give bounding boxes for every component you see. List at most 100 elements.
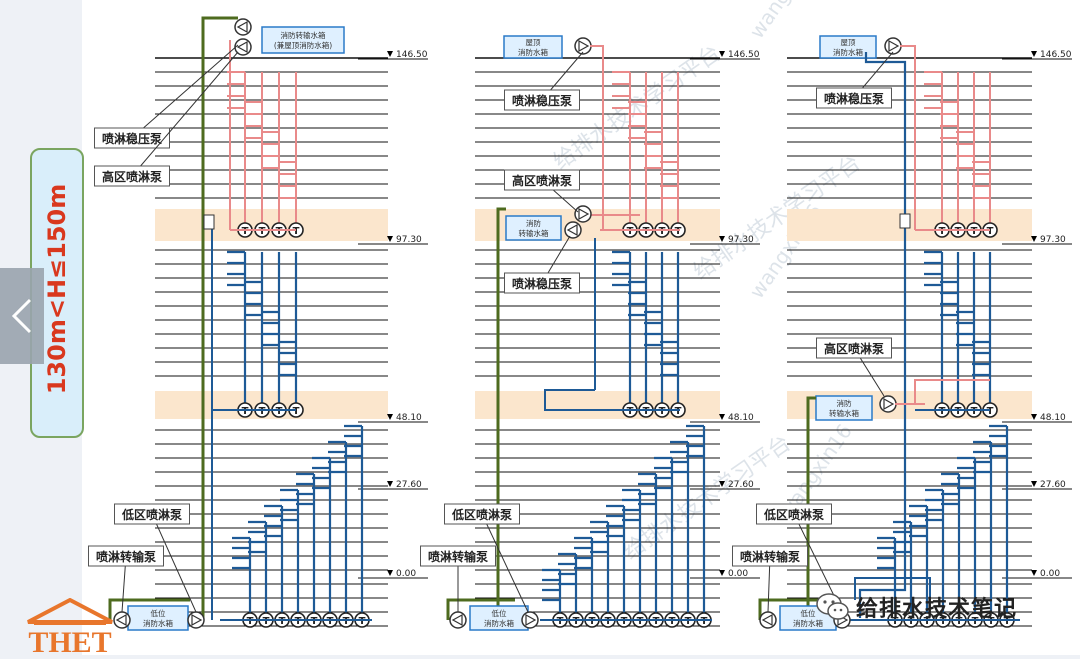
transfer-tank-mid-label: 消防 (526, 218, 541, 228)
chevron-left-icon (11, 298, 32, 334)
valve-t-label: T (1004, 616, 1011, 627)
elevation-label: 97.30 (396, 235, 422, 245)
transfer-tank-top-label: 消防转输水箱 (281, 30, 326, 40)
elevation-label: 48.10 (728, 413, 754, 423)
callout-high-zone-pump-leader (131, 51, 239, 177)
prev-slide-button[interactable] (0, 268, 44, 364)
callout-low-zone-pump (114, 503, 190, 525)
elevation-label: 97.30 (728, 235, 754, 245)
callout-spray-stabilizer-pump-text: 喷淋稳压泵 (102, 131, 162, 146)
transfer-main-pipe (108, 598, 190, 620)
refuge-floor-band (155, 209, 388, 241)
diagram-background (82, 0, 1080, 655)
pump-arrow-icon (578, 207, 590, 221)
valve-t-label: T (263, 616, 270, 627)
high-zone-branch (914, 379, 990, 404)
callout-high-zone-pump (94, 165, 170, 187)
valve-t-label: T (669, 616, 676, 627)
callout-spray-stabilizer-pump-text: 喷淋稳压泵 (824, 91, 884, 106)
callout-high-zone-pump-text: 高区喷淋泵 (102, 169, 162, 184)
callout-low-zone-pump-text: 低区喷淋泵 (121, 507, 182, 522)
elevation-marker-icon (1031, 570, 1037, 576)
valve-t-label: T (971, 226, 978, 237)
callout-spray-stabilizer-pump (504, 89, 580, 111)
valve-t-label: T (259, 406, 266, 417)
valve-t-label: T (988, 616, 995, 627)
elevation-label: 0.00 (1040, 569, 1060, 579)
callout-low-zone-pump-text: 低区喷淋泵 (451, 507, 512, 522)
elevation-marker-icon (719, 51, 725, 57)
valve-t-label: T (987, 226, 994, 237)
callout-low-zone-pump-text: 低区喷淋泵 (763, 507, 824, 522)
transfer-tank-mid-label: 消防 (837, 398, 852, 408)
elevation-label: 146.50 (1040, 50, 1072, 60)
watermark-text: 给排水技术学习平台 (619, 431, 796, 565)
callout-transfer-pump (732, 545, 808, 567)
low-level-tank-label: 低位 (801, 608, 816, 618)
callout-spray-stabilizer-pump-2-text: 喷淋稳压泵 (512, 276, 572, 291)
callout-spray-stabilizer-pump-leader (131, 44, 239, 139)
elevation-marker-icon (1031, 51, 1037, 57)
callout-transfer-pump (88, 545, 164, 567)
valve-t-label: T (605, 616, 612, 627)
callout-transfer-pump-text: 喷淋转输泵 (428, 549, 488, 564)
logo: THET (24, 597, 116, 659)
elevation-label: 48.10 (1040, 413, 1066, 423)
callout-low-zone-pump-leader (481, 513, 529, 613)
elevation-label: 146.50 (728, 50, 760, 60)
valve-t-label: T (643, 406, 650, 417)
valve-t-label: T (279, 616, 286, 627)
elevation-marker-icon (387, 481, 393, 487)
low-level-tank (127, 605, 189, 631)
valve-t-label: T (359, 616, 366, 627)
elevation-marker-icon (719, 236, 725, 242)
elevation-label: 48.10 (396, 413, 422, 423)
transfer-tank-mid-label: 转输水箱 (829, 408, 859, 418)
valve-t-label: T (653, 616, 660, 627)
callout-high-zone-pump-text: 高区喷淋泵 (512, 173, 572, 188)
pump-arrow-icon (761, 613, 773, 627)
valve-t-label: T (327, 616, 334, 627)
low-level-tank (469, 605, 529, 631)
valve-t-label: T (675, 226, 682, 237)
pump-arrow-icon (578, 39, 590, 53)
elevation-label: 27.60 (728, 480, 754, 490)
roof-tank-label: 消防水箱 (833, 47, 863, 57)
low-level-tank-label: 消防水箱 (143, 618, 173, 628)
low-level-tank-label: 低位 (492, 608, 507, 618)
valve-t-label: T (276, 406, 283, 417)
elevation-marker-icon (719, 481, 725, 487)
roof-tank-label: 消防水箱 (518, 47, 548, 57)
high-zone-main (590, 45, 604, 230)
valve-t-label: T (956, 616, 963, 627)
valve-t-label: T (259, 226, 266, 237)
elevation-marker-icon (387, 570, 393, 576)
elevation-label: 27.60 (396, 480, 422, 490)
low-zone-loop (854, 577, 931, 600)
valve-t-label: T (276, 226, 283, 237)
transfer-tank-top (261, 26, 345, 54)
pump-arrow-icon (115, 613, 127, 627)
high-zone-main (900, 45, 916, 230)
callout-low-zone-pump (756, 503, 832, 525)
valve-t-label: T (955, 226, 962, 237)
elevation-label: 0.00 (396, 569, 416, 579)
valve-icon (899, 213, 911, 229)
valve-t-label: T (971, 406, 978, 417)
valve-t-label: T (295, 616, 302, 627)
valve-t-label: T (627, 406, 634, 417)
pump-arrow-icon (888, 39, 900, 53)
valve-t-label: T (311, 616, 318, 627)
wechat-account: 给排水技术笔记 (816, 590, 1017, 624)
callout-spray-stabilizer-pump (94, 127, 170, 149)
callout-high-zone-pump-text: 高区喷淋泵 (824, 341, 884, 356)
transfer-tank-mid (815, 395, 873, 421)
valve-t-label: T (573, 616, 580, 627)
pump-arrow-icon (236, 20, 248, 34)
elevation-marker-icon (1031, 236, 1037, 242)
elevation-marker-icon (1031, 414, 1037, 420)
roof-tank (503, 35, 563, 59)
elevation-marker-icon (387, 414, 393, 420)
valve-t-label: T (939, 406, 946, 417)
